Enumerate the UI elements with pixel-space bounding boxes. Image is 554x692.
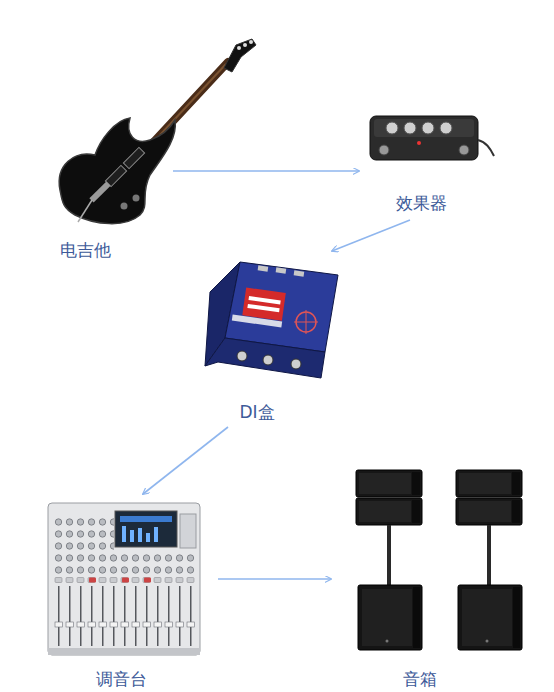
di-box	[205, 262, 338, 378]
device-node: 调音台	[40, 497, 215, 690]
label-group: 电吉他	[60, 240, 111, 260]
signal-arrow	[173, 170, 359, 172]
device-node: DI盒	[200, 254, 342, 424]
label-group: 效果器	[396, 193, 447, 213]
mixing-console	[48, 503, 200, 655]
device-label: 音箱	[403, 669, 437, 689]
label-group: 调音台	[96, 669, 147, 689]
signal-arrow	[218, 578, 331, 580]
label-group: 音箱	[403, 669, 437, 689]
device-label: DI盒	[239, 402, 274, 422]
label-group: DI盒	[239, 402, 274, 422]
device-node: 音箱	[334, 462, 530, 690]
device-node: 电吉他	[40, 35, 170, 265]
signal-arrow	[332, 220, 410, 251]
device-label: 电吉他	[60, 240, 111, 260]
device-label: 调音台	[96, 669, 147, 689]
effects-pedal	[370, 116, 494, 160]
device-node: 效果器	[362, 105, 487, 217]
speakers	[356, 470, 522, 650]
signal-arrow	[143, 427, 228, 494]
electric-guitar	[59, 39, 256, 224]
device-label: 效果器	[396, 193, 447, 213]
